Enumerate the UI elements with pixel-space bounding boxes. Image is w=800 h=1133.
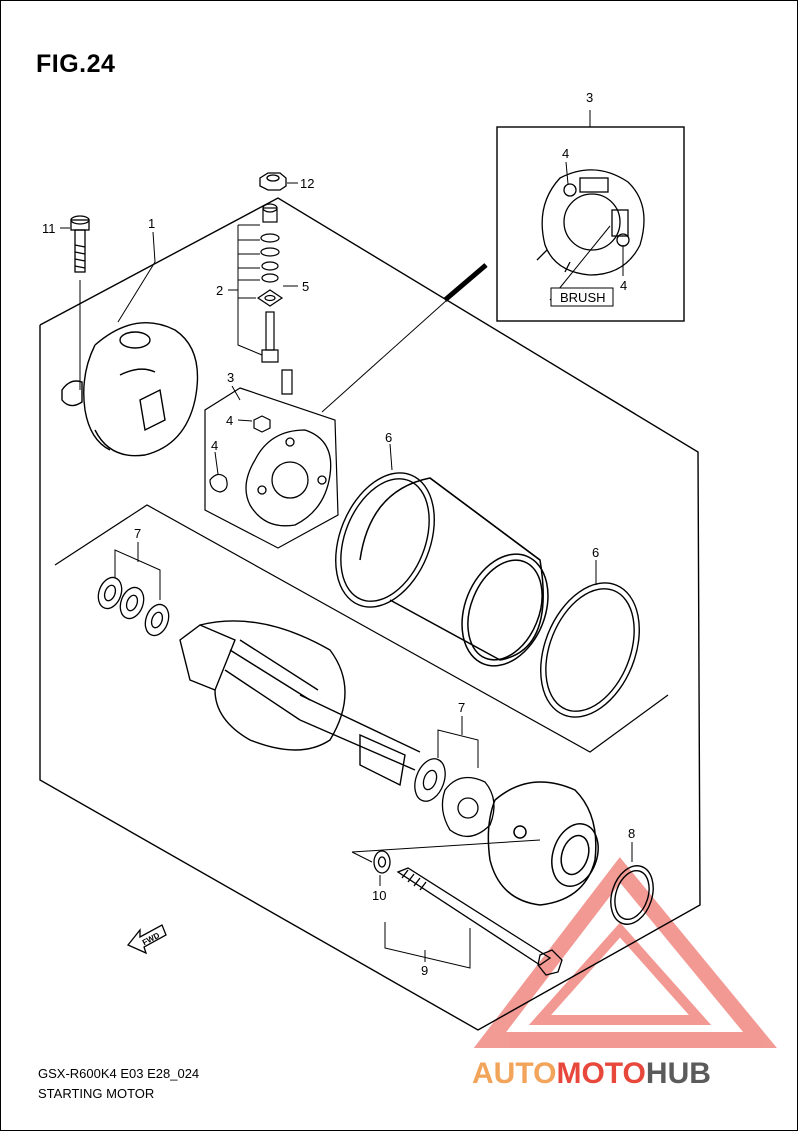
terminal-kit	[256, 203, 293, 395]
callout-7-left: 7	[134, 526, 141, 541]
watermark-text: AUTOMOTOHUB	[472, 1057, 711, 1090]
watermark-triangle-inner	[528, 922, 712, 1025]
nut-12	[259, 172, 287, 191]
callout-10: 10	[372, 888, 386, 903]
washers-7-left	[97, 576, 170, 637]
callout-6-right: 6	[592, 545, 599, 560]
callout-11: 11	[42, 221, 56, 236]
fwd-arrow-icon	[126, 924, 167, 955]
figure-title: FIG.24	[36, 50, 116, 78]
washer-10	[373, 850, 391, 874]
assembly-outline	[39, 197, 701, 1031]
watermark-triangle	[473, 857, 777, 1048]
front-housing	[487, 781, 599, 906]
callout-12: 12	[300, 176, 314, 191]
callout-4-inset-bottom: 4	[620, 278, 627, 293]
callout-9: 9	[421, 963, 428, 978]
washer-7-right	[414, 758, 495, 837]
end-cover	[61, 322, 199, 457]
brush-label: BRUSH	[560, 290, 606, 305]
callout-3-inset: 3	[586, 90, 593, 105]
o-ring-6-top	[335, 472, 435, 608]
watermark-part-moto: MOTO	[556, 1057, 645, 1090]
screw-4	[253, 415, 271, 433]
bolt-11	[70, 215, 90, 273]
callout-6-top: 6	[385, 430, 392, 445]
brush-label-box	[550, 287, 614, 307]
model-code: GSX-R600K4 E03 E28_024	[38, 1066, 200, 1081]
armature-group-outline	[54, 504, 669, 753]
callout-4-inset-top: 4	[562, 146, 569, 161]
watermark-part-hub: HUB	[646, 1057, 711, 1090]
callout-3: 3	[227, 370, 234, 385]
armature	[179, 620, 421, 787]
callout-2: 2	[216, 283, 223, 298]
watermark-part-auto: AUTO	[472, 1057, 556, 1090]
clip-4	[209, 473, 228, 493]
callout-5: 5	[302, 279, 309, 294]
through-bolt-9	[396, 867, 563, 976]
watermark-logo	[473, 857, 777, 1048]
callout-4-screw: 4	[226, 413, 233, 428]
callout-1: 1	[148, 216, 155, 231]
o-ring-8	[610, 865, 654, 925]
yoke-housing	[359, 477, 549, 667]
o-ring-6-right	[540, 582, 640, 718]
brush-holder-plate	[245, 429, 332, 527]
callout-4-clip: 4	[211, 438, 218, 453]
callout-8: 8	[628, 826, 635, 841]
figure-caption: STARTING MOTOR	[38, 1086, 155, 1101]
callout-7-right: 7	[458, 700, 465, 715]
brush-holder-group	[204, 387, 339, 549]
